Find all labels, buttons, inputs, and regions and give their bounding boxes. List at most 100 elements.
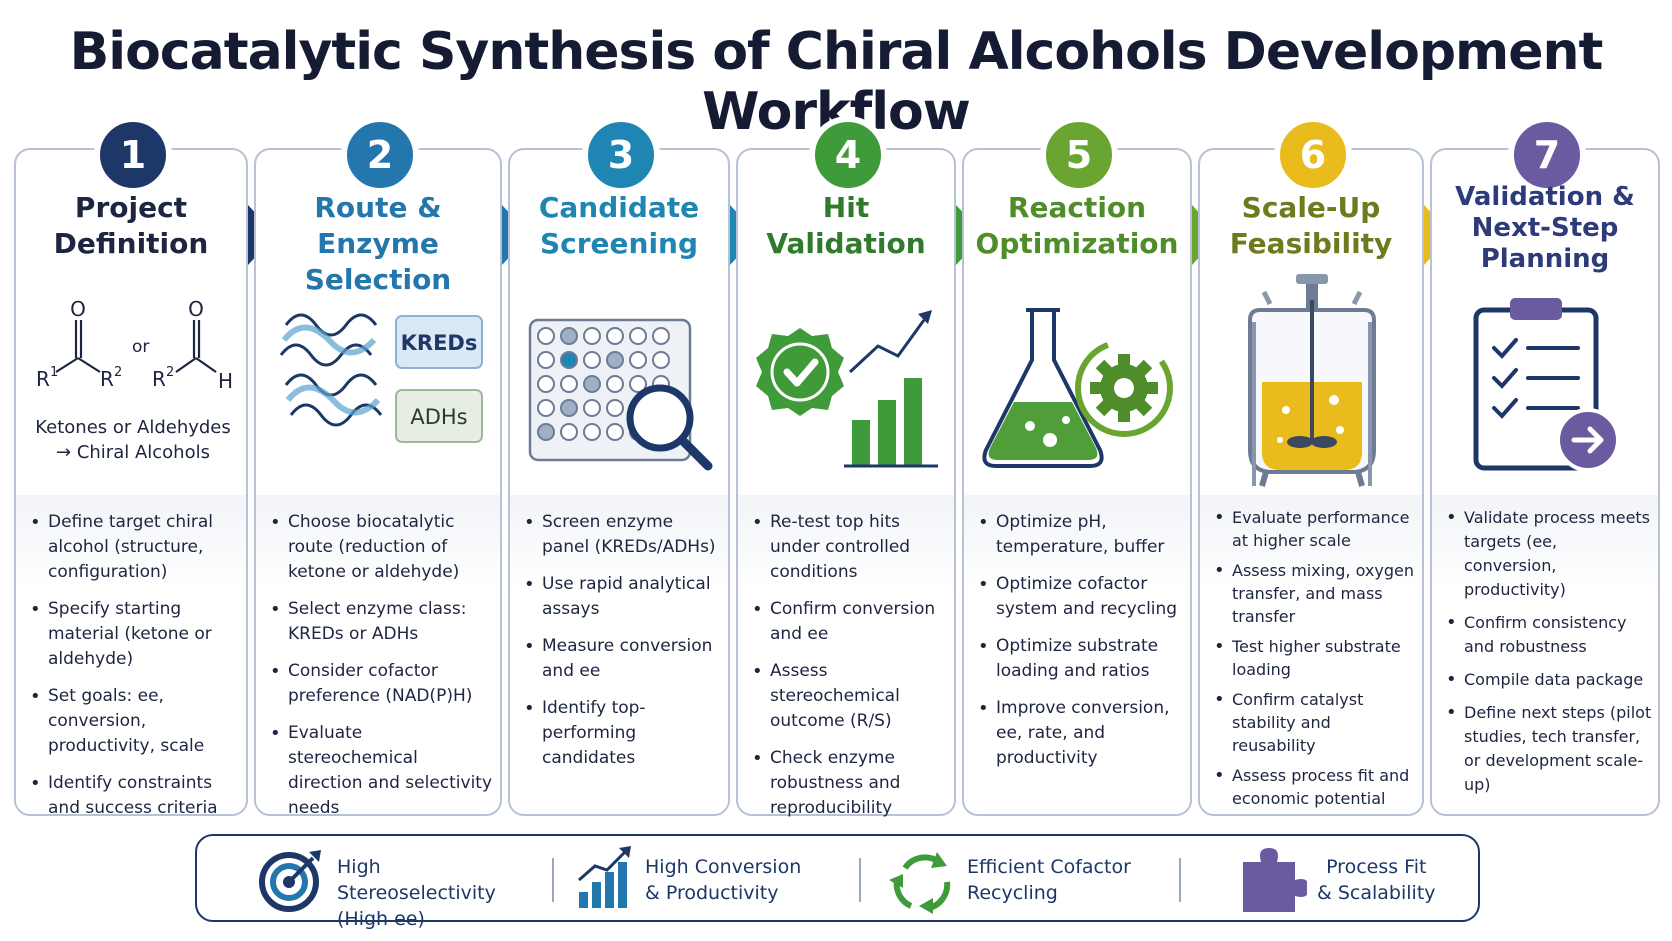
list-item: Measure conversion and ee bbox=[524, 634, 722, 684]
well-circle bbox=[629, 375, 647, 393]
step-6-bullets: Evaluate performance at higher scale Ass… bbox=[1214, 506, 1416, 817]
step-card-6: 6 Scale-Up Feasibility Evaluate performa… bbox=[1198, 116, 1424, 817]
step-badge-1: 1 bbox=[94, 116, 172, 194]
step-badge-6: 6 bbox=[1274, 116, 1352, 194]
well-circle bbox=[606, 423, 624, 441]
divider bbox=[552, 858, 554, 902]
outcome-conversion: High Conversion & Productivity bbox=[575, 836, 835, 920]
recycle-icon bbox=[889, 852, 951, 914]
well-circle bbox=[537, 327, 555, 345]
step-card-1: 1 Project Definition O R 1 R 2 or O R 2 … bbox=[14, 116, 248, 818]
well-circle bbox=[560, 327, 578, 345]
step-heading-6: Scale-Up Feasibility bbox=[1229, 191, 1393, 260]
well-circle bbox=[537, 351, 555, 369]
well-circle bbox=[537, 375, 555, 393]
puzzle-icon bbox=[1243, 848, 1307, 912]
well-circle bbox=[583, 399, 601, 417]
step-badge-5: 5 bbox=[1040, 116, 1118, 194]
divider bbox=[1179, 858, 1181, 902]
bar-chart-icon bbox=[578, 846, 631, 908]
list-item: Improve conversion, ee, rate, and produc… bbox=[978, 696, 1184, 771]
kreds-label: KREDs bbox=[401, 331, 478, 355]
list-item: Assess stereochemical outcome (R/S) bbox=[752, 659, 948, 734]
list-item: Test higher substrate loading bbox=[1214, 635, 1416, 681]
key-outcomes-bar: High Stereoselectivity (High ee) High Co… bbox=[195, 834, 1480, 930]
list-item: Consider cofactor preference (NAD(P)H) bbox=[270, 659, 494, 709]
list-item: Confirm consistency and robustness bbox=[1446, 611, 1652, 659]
adhs-label: ADHs bbox=[410, 405, 467, 429]
flask-gear-icon bbox=[982, 308, 1173, 468]
step-5-bullets: Optimize pH, temperature, buffer Optimiz… bbox=[978, 510, 1184, 783]
well-circle bbox=[583, 351, 601, 369]
well-circle bbox=[606, 351, 624, 369]
r1-label: R bbox=[36, 367, 50, 391]
substrate-caption: Ketones or Aldehydes bbox=[35, 417, 231, 438]
well-circle bbox=[629, 327, 647, 345]
hydrogen-label: H bbox=[218, 369, 233, 393]
r2-label: R bbox=[100, 367, 114, 391]
step-heading-5: Reaction Optimization bbox=[975, 191, 1179, 260]
list-item: Define next steps (pilot studies, tech t… bbox=[1446, 701, 1652, 797]
list-item: Screen enzyme panel (KREDs/ADHs) bbox=[524, 510, 722, 560]
target-icon bbox=[259, 850, 321, 912]
step-heading-2: Route & Enzyme Selection bbox=[304, 191, 452, 296]
list-item: Re-test top hits under controlled condit… bbox=[752, 510, 948, 585]
step-badge-4: 4 bbox=[809, 116, 887, 194]
well-circle bbox=[652, 327, 670, 345]
step-2-bullets: Choose biocatalytic route (reduction of … bbox=[270, 510, 494, 833]
list-item: Identify constraints and success criteri… bbox=[30, 771, 240, 821]
list-item: Define target chiral alcohol (structure,… bbox=[30, 510, 240, 585]
step-1-bullets: Define target chiral alcohol (structure,… bbox=[30, 510, 240, 833]
outcome-stereoselectivity: High Stereoselectivity (High ee) bbox=[257, 836, 527, 930]
list-item: Choose biocatalytic route (reduction of … bbox=[270, 510, 494, 585]
step-heading-7: Validation & Next-Step Planning bbox=[1455, 182, 1635, 274]
well-circle bbox=[606, 327, 624, 345]
well-circle bbox=[560, 423, 578, 441]
step-card-3: 3 Candidate Screening Screen enzyme pane… bbox=[508, 116, 730, 816]
svg-text:2: 2 bbox=[166, 365, 174, 380]
divider bbox=[859, 858, 861, 902]
well-circle bbox=[652, 351, 670, 369]
list-item: Optimize cofactor system and recycling bbox=[978, 572, 1184, 622]
well-circle bbox=[583, 423, 601, 441]
list-item: Compile data package bbox=[1446, 668, 1652, 692]
svg-text:R: R bbox=[152, 367, 166, 391]
list-item: Confirm conversion and ee bbox=[752, 597, 948, 647]
step-badge-2: 2 bbox=[341, 116, 419, 194]
well-circle bbox=[537, 399, 555, 417]
list-item: Validate process meets targets (ee, conv… bbox=[1446, 506, 1652, 602]
well-circle bbox=[560, 399, 578, 417]
list-item: Assess mixing, oxygen transfer, and mass… bbox=[1214, 559, 1416, 628]
enzyme-protein-icon: KREDs ADHs bbox=[279, 313, 483, 443]
step-heading-1: Project Definition bbox=[53, 191, 209, 260]
list-item: Specify starting material (ketone or ald… bbox=[30, 597, 240, 672]
well-circle bbox=[560, 351, 578, 369]
page-title: Biocatalytic Synthesis of Chiral Alcohol… bbox=[69, 22, 1604, 142]
step-card-2: 2 Route & Enzyme Selection KREDs ADHs Ch… bbox=[254, 116, 502, 818]
svg-text:or: or bbox=[132, 337, 149, 357]
step-heading-4: Hit Validation bbox=[766, 191, 926, 260]
approval-badge-growth-chart-icon bbox=[756, 310, 938, 468]
outcome-cofactor-recycling: Efficient Cofactor Recycling bbox=[887, 836, 1157, 920]
list-item: Evaluate performance at higher scale bbox=[1214, 506, 1416, 552]
list-item: Set goals: ee, conversion, productivity,… bbox=[30, 684, 240, 759]
step-badge-7: 7 bbox=[1508, 116, 1586, 194]
ketone-aldehyde-structure-illustration: O R 1 R 2 or O R 2 H Ketones or Aldehyde… bbox=[35, 297, 233, 463]
list-item: Evaluate stereochemical direction and se… bbox=[270, 721, 494, 821]
svg-text:2: 2 bbox=[114, 365, 122, 380]
step-card-5: 5 Reaction Optimization bbox=[962, 116, 1192, 816]
product-caption: → Chiral Alcohols bbox=[56, 442, 210, 463]
well-circle bbox=[606, 399, 624, 417]
list-item: Identify top-performing candidates bbox=[524, 696, 722, 771]
oxygen-label: O bbox=[70, 297, 86, 321]
step-card-4: 4 Hit Validation Re-test top hits under … bbox=[736, 116, 956, 818]
well-circle bbox=[606, 375, 624, 393]
bioreactor-vessel-icon bbox=[1248, 274, 1376, 487]
well-circle bbox=[583, 327, 601, 345]
list-item: Use rapid analytical assays bbox=[524, 572, 722, 622]
list-item: Optimize substrate loading and ratios bbox=[978, 634, 1184, 684]
well-plate-magnifier-icon bbox=[528, 318, 713, 471]
svg-text:1: 1 bbox=[50, 365, 58, 380]
list-item: Select enzyme class: KREDs or ADHs bbox=[270, 597, 494, 647]
well-circle bbox=[537, 423, 555, 441]
